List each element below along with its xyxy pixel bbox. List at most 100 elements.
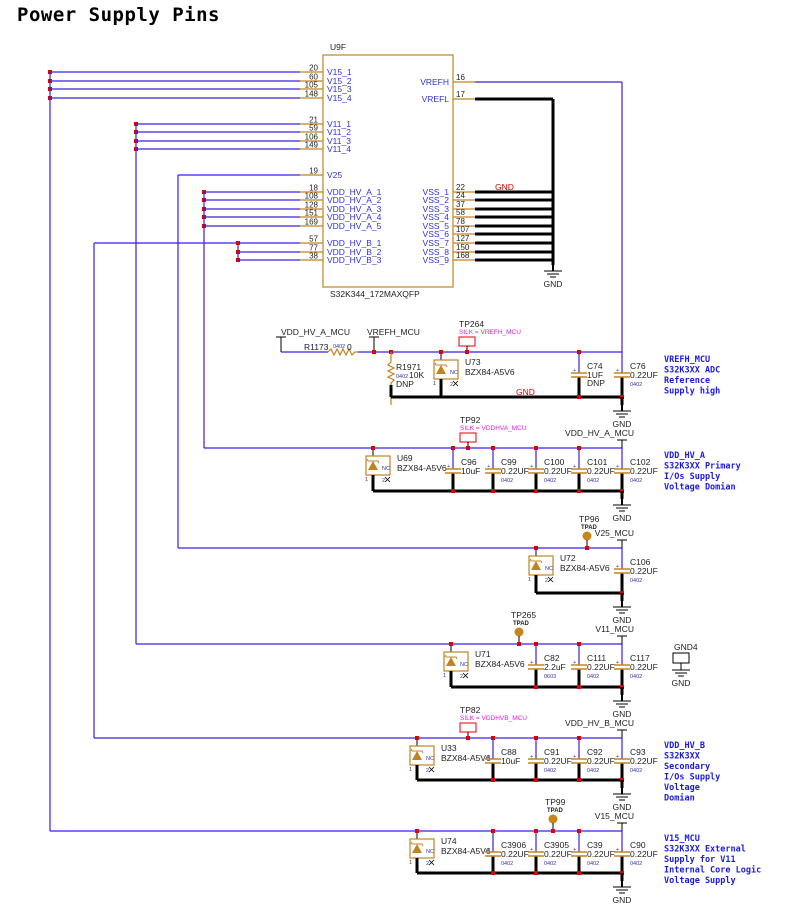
capacitor-polarity: + <box>573 847 576 853</box>
description-line: Supply for V11 <box>664 855 736 865</box>
capacitor-value: 0.22UF <box>587 466 615 476</box>
ground-pad <box>672 652 690 664</box>
junction-dot <box>534 871 538 875</box>
chip-body <box>322 54 454 288</box>
pin-number: 169 <box>305 218 319 227</box>
no-connect-icon <box>547 576 554 583</box>
no-connect-icon <box>428 859 435 866</box>
pin-number: 21 <box>309 116 318 125</box>
capacitor-polarity: + <box>487 754 490 760</box>
capacitor-ref: C39 <box>587 840 603 850</box>
capacitor-value: 0.22UF <box>501 849 529 859</box>
resistor-package: 0402 <box>396 374 408 380</box>
capacitor-ref: C88 <box>501 747 517 757</box>
zener-diode-icon <box>412 751 422 760</box>
pin-name: VSS_9 <box>423 255 450 265</box>
junction-dot <box>577 446 581 450</box>
description-line: VREFH_MCU <box>664 355 710 365</box>
zener-body <box>443 651 469 672</box>
capacitor-ref: C92 <box>587 747 603 757</box>
zener-ref: U73 <box>465 357 481 367</box>
pin-number: 1 <box>409 860 412 866</box>
description-line: Supply high <box>664 386 720 397</box>
ground-label: GND <box>613 802 632 812</box>
capacitor-polarity: + <box>530 464 533 470</box>
pin-number: 57 <box>309 235 318 244</box>
junction-dot <box>491 871 495 875</box>
pin-number: 1 <box>443 673 446 679</box>
zener-cathode-icon <box>529 558 543 564</box>
capacitor-ref: C93 <box>630 747 646 757</box>
capacitor-ref: C99 <box>501 457 517 467</box>
capacitor-package: 0402 <box>630 578 642 584</box>
pin-number: 16 <box>456 73 465 82</box>
pin-name: VSS_7 <box>423 238 450 248</box>
capacitor-ref: C90 <box>630 840 646 850</box>
capacitor-package: 0402 <box>544 768 556 774</box>
description-line: V15_MCU <box>664 834 700 844</box>
capacitor-value: 0.22UF <box>630 662 658 672</box>
capacitor-polarity: + <box>573 754 576 760</box>
zener-value: BZX84-A5V6 <box>475 659 525 669</box>
junction-dot <box>517 642 521 646</box>
capacitor-package: 0402 <box>630 674 642 680</box>
nc-label: NC <box>382 466 390 472</box>
resistor-package: 0402 <box>333 344 345 350</box>
pin-number: 2 <box>382 478 385 484</box>
description-line: Voltage Domian <box>664 482 736 493</box>
pin-name: VREFH <box>420 77 449 87</box>
capacitor-value: 0.22UF <box>587 662 615 672</box>
capacitor-value: 0.22UF <box>501 466 529 476</box>
gnd-net-label: GND <box>516 387 535 397</box>
zener-diode-icon <box>368 461 378 470</box>
no-connect-icon <box>384 476 391 483</box>
junction-dot <box>577 395 581 399</box>
pin-number: 150 <box>456 243 470 252</box>
chip-part-number: S32K344_172MAXQFP <box>330 289 420 299</box>
description-line: S32K3XX <box>664 752 700 762</box>
pin-name: V15_3 <box>327 84 352 94</box>
ground-label: GND <box>544 279 563 289</box>
zener-body <box>365 455 391 476</box>
junction-dot <box>577 350 581 354</box>
zener-value: BZX84-A5V6 <box>441 753 491 763</box>
zener-cathode-icon <box>366 458 380 464</box>
pin-number: 2 <box>545 578 548 584</box>
capacitor-package: DNP <box>587 378 605 388</box>
pin-name: V11_2 <box>327 127 351 137</box>
capacitor-polarity: + <box>573 464 576 470</box>
description-line: VDD_HV_B <box>664 741 705 751</box>
nc-label: NC <box>460 662 468 668</box>
capacitor-package: 0402 <box>501 861 513 867</box>
capacitor-polarity: + <box>487 464 490 470</box>
capacitor-polarity: + <box>573 368 576 374</box>
junction-dot <box>415 829 419 833</box>
description-line: I/Os Supply <box>664 773 720 783</box>
capacitor-package: 0402 <box>587 674 599 680</box>
capacitor-polarity: + <box>530 754 533 760</box>
resistor-icon <box>327 347 358 357</box>
capacitor-ref: C91 <box>544 747 560 757</box>
description-line: Reference <box>664 376 710 386</box>
pin-number: 24 <box>456 191 465 200</box>
pin-number: 105 <box>305 81 319 90</box>
pin-number: 127 <box>456 234 470 243</box>
pin-number: 168 <box>456 251 470 260</box>
pin-number: 20 <box>309 64 318 73</box>
capacitor-polarity: + <box>616 564 619 570</box>
junction-dot <box>491 489 495 493</box>
page-title: Power Supply Pins <box>17 4 220 26</box>
capacitor-ref: C100 <box>544 457 565 467</box>
capacitor-value: 0.22UF <box>630 849 658 859</box>
junction-dot <box>577 871 581 875</box>
description-line: I/Os Supply <box>664 472 720 482</box>
junction-dot <box>577 642 581 646</box>
zener-diode-icon <box>412 844 422 853</box>
capacitor-ref: C111 <box>587 653 606 663</box>
capacitor-polarity: + <box>616 368 619 374</box>
junction-dot <box>439 350 443 354</box>
ground-label: GND <box>613 615 632 625</box>
pin-number: 60 <box>309 73 318 82</box>
capacitor-ref: C76 <box>630 361 646 371</box>
pin-name: VDD_HV_A_5 <box>327 221 382 231</box>
